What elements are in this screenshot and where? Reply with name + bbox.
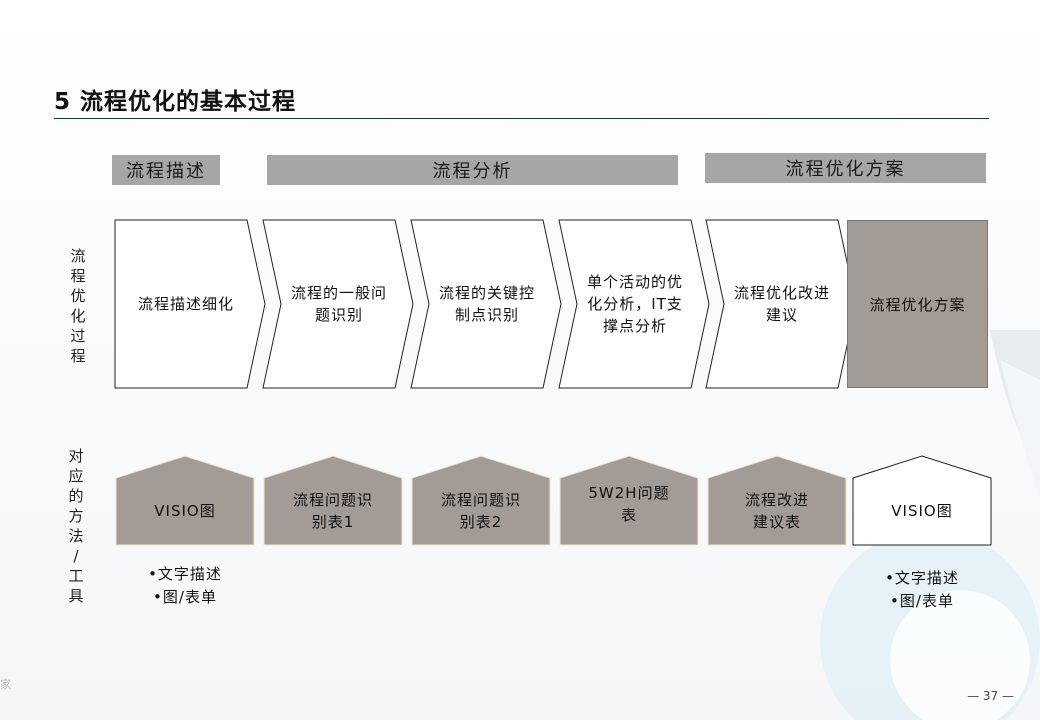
phase-bar-optimization: 流程优化方案 (705, 153, 986, 183)
tool-text: VISIO图 (891, 501, 953, 520)
step-improvement-suggestion: 流程优化改进建议 (705, 219, 857, 389)
page-number: — 37 — (967, 689, 1014, 703)
corner-watermark: 家 (0, 678, 11, 691)
tool-text: 流程问题识别表1 (292, 490, 373, 531)
tool-issue-table-1: 流程问题识别表1 (263, 455, 403, 546)
tool-visio-left: VISIO图 (115, 455, 255, 546)
tool-text: 流程问题识别表2 (440, 490, 521, 531)
step-text: 流程优化方案 (869, 295, 966, 314)
tool-visio-right: VISIO图 (852, 455, 992, 546)
tool-text: VISIO图 (154, 501, 216, 520)
row-label-process: 流程优化过程 (70, 247, 86, 365)
notes-left: •文字描述•图/表单 (148, 565, 222, 606)
tool-text: 5W2H问题表 (588, 484, 670, 524)
tool-improvement-table: 流程改进建议表 (707, 455, 847, 546)
tool-issue-table-2: 流程问题识别表2 (411, 455, 551, 546)
page-title: 5 流程优化的基本过程 (54, 89, 297, 115)
title-divider (54, 118, 989, 119)
step-optimization-plan: 流程优化方案 (847, 220, 988, 388)
tool-text: 流程改进建议表 (744, 490, 809, 531)
step-text: 流程的一般问题识别 (290, 284, 387, 324)
step-text: 流程的关键控制点识别 (438, 284, 535, 324)
step-general-issue-identification: 流程的一般问题识别 (262, 219, 414, 389)
step-description-refine: 流程描述细化 (114, 219, 266, 389)
step-activity-it-analysis: 单个活动的优化分析，IT支撑点分析 (558, 219, 710, 389)
step-key-control-point-identification: 流程的关键控制点识别 (410, 219, 562, 389)
notes-right: •文字描述•图/表单 (885, 569, 959, 610)
tool-5w2h-table: 5W2H问题表 (559, 455, 699, 546)
step-text: 流程描述细化 (137, 295, 234, 313)
step-text: 流程优化改进建议 (733, 284, 830, 324)
step-text: 单个活动的优化分析，IT支撑点分析 (586, 273, 683, 335)
phase-bar-analysis: 流程分析 (267, 155, 678, 185)
phase-bar-description: 流程描述 (112, 155, 220, 185)
row-label-methods: 对应的方法/工具 (68, 447, 84, 605)
